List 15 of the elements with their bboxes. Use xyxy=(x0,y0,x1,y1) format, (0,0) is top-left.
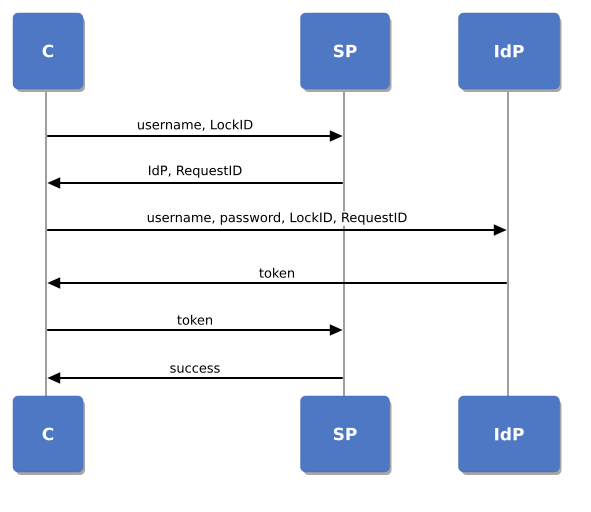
lifeline xyxy=(343,89,345,396)
lifeline xyxy=(45,89,47,396)
lifeline xyxy=(507,89,509,396)
message-label: success xyxy=(168,364,222,374)
message-label: token xyxy=(258,266,296,279)
message-label: token xyxy=(176,314,214,326)
message-label: username, LockID xyxy=(136,118,254,132)
participant-box: C xyxy=(12,12,85,92)
participant-box: SP xyxy=(300,396,392,475)
message-label: username, password, LockID, RequestID xyxy=(146,211,408,226)
message-label: IdP, RequestID xyxy=(146,164,244,179)
participant-box: C xyxy=(12,396,85,475)
participant-box: IdP xyxy=(458,12,562,92)
participant-box: SP xyxy=(300,12,392,92)
participant-box: IdP xyxy=(458,396,562,475)
